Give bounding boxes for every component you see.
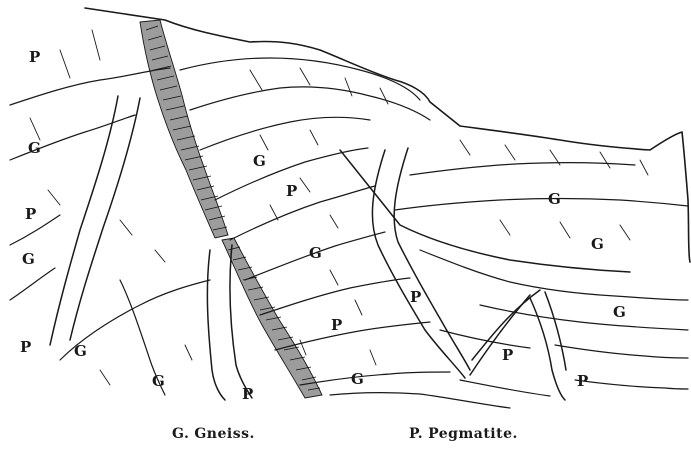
label-pegmatite: P [242, 385, 253, 403]
label-gneiss: G [351, 370, 364, 388]
label-gneiss: G [74, 342, 87, 360]
hatched-fault-zone [140, 20, 322, 398]
legend-pegmatite: P. Pegmatite. [409, 426, 518, 442]
label-pegmatite: P [577, 372, 588, 390]
label-gneiss: G [152, 372, 165, 390]
label-pegmatite: P [410, 288, 421, 306]
label-pegmatite: P [20, 338, 31, 356]
label-pegmatite: P [25, 205, 36, 223]
label-pegmatite: P [502, 346, 513, 364]
label-gneiss: G [309, 244, 322, 262]
label-gneiss: G [253, 152, 266, 170]
label-gneiss: G [28, 139, 41, 157]
legend-gneiss: G. Gneiss. [172, 426, 255, 442]
label-gneiss: G [548, 190, 561, 208]
pegmatite-dykes [50, 96, 630, 400]
label-gneiss: G [613, 303, 626, 321]
label-gneiss: G [591, 235, 604, 253]
legend-gneiss-text: Gneiss. [194, 426, 255, 442]
foliation-lines [10, 58, 688, 408]
label-pegmatite: P [286, 182, 297, 200]
legend-pegmatite-text: Pegmatite. [428, 426, 518, 442]
label-pegmatite: P [29, 48, 40, 66]
rock-labels: P G P G P G G P G P G P G P P P G G G [20, 48, 626, 403]
legend-gneiss-key: G. [172, 426, 189, 442]
legend-pegmatite-key: P. [409, 426, 423, 442]
label-pegmatite: P [331, 316, 342, 334]
label-gneiss: G [22, 250, 35, 268]
